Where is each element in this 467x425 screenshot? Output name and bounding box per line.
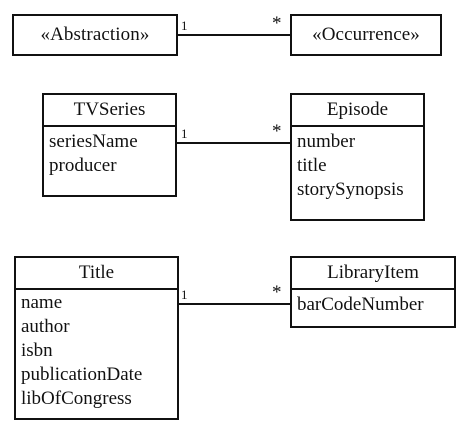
- attribute: author: [21, 316, 70, 337]
- occurrence-label: «Occurrence»: [312, 24, 420, 45]
- multiplicity-one-2: 1: [181, 126, 188, 141]
- multiplicity-many-1: *: [272, 13, 282, 34]
- abstraction-box: «Abstraction»: [12, 14, 178, 56]
- attribute: storySynopsis: [297, 179, 404, 200]
- attribute: isbn: [21, 340, 53, 361]
- title-class-name: Title: [16, 258, 177, 290]
- episode-class: Episode number title storySynopsis: [290, 93, 425, 221]
- multiplicity-one-1: 1: [181, 18, 188, 33]
- tvseries-class: TVSeries seriesName producer: [42, 93, 177, 197]
- multiplicity-many-3: *: [272, 282, 282, 303]
- episode-attributes: number title storySynopsis: [292, 127, 423, 202]
- episode-class-name: Episode: [292, 95, 423, 127]
- association-line-1: [178, 34, 290, 36]
- title-attributes: name author isbn publicationDate libOfCo…: [16, 290, 177, 411]
- attribute: publicationDate: [21, 364, 143, 385]
- attribute: number: [297, 131, 356, 152]
- attribute: name: [21, 292, 63, 313]
- libraryitem-class: LibraryItem barCodeNumber: [290, 256, 456, 328]
- title-class: Title name author isbn publicationDate l…: [14, 256, 179, 420]
- libraryitem-attributes: barCodeNumber: [292, 290, 454, 317]
- multiplicity-many-2: *: [272, 121, 282, 142]
- tvseries-attributes: seriesName producer: [44, 127, 175, 178]
- multiplicity-one-3: 1: [181, 287, 188, 302]
- association-line-2: [177, 142, 290, 144]
- attribute: seriesName: [49, 131, 138, 152]
- abstraction-label: «Abstraction»: [40, 24, 150, 45]
- tvseries-class-name: TVSeries: [44, 95, 175, 127]
- attribute: barCodeNumber: [297, 294, 424, 315]
- libraryitem-class-name: LibraryItem: [292, 258, 454, 290]
- attribute: libOfCongress: [21, 388, 132, 409]
- attribute: title: [297, 155, 327, 176]
- occurrence-box: «Occurrence»: [290, 14, 442, 56]
- association-line-3: [179, 303, 290, 305]
- attribute: producer: [49, 155, 117, 176]
